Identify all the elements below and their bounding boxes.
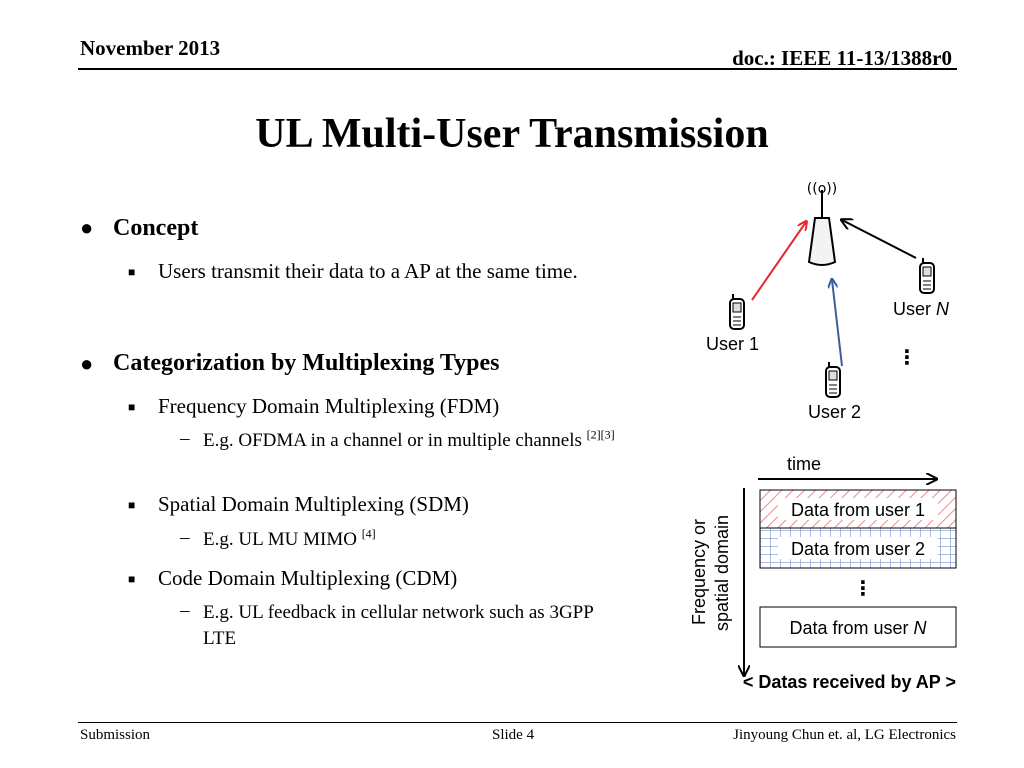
bullet-heading-concept: Concept: [113, 215, 199, 241]
user2-phone-icon: [825, 362, 841, 398]
userN-phone-icon: [919, 258, 935, 294]
bullet-heading-categorization: Categorization by Multiplexing Types: [113, 350, 500, 376]
bullet-dot-icon: ●: [80, 351, 94, 376]
footer-submission: Submission: [80, 727, 151, 743]
header-date: November 2013: [80, 36, 221, 60]
block-label-bg: [778, 498, 938, 520]
user1-block-label: Data from user 1: [791, 500, 925, 520]
userN-block-label-prefix: Data from user: [789, 618, 913, 638]
access-point-icon: ((o)): [807, 181, 837, 266]
user2-block-label: Data from user 2: [791, 539, 925, 559]
time-axis-label: time: [787, 454, 821, 474]
reference-sup: [2][3]: [586, 427, 615, 442]
sub-bullet-sdm: E.g. UL MU MIMO [4]: [203, 527, 623, 553]
bullet-item: Users transmit their data to a AP at the…: [158, 259, 578, 283]
userN-block-label: Data from user N: [789, 618, 927, 638]
user1-label: User 1: [706, 334, 759, 354]
frequency-axis-label-line2: spatial domain: [712, 515, 732, 631]
user2-label: User 2: [808, 402, 861, 422]
footer-author: Jinyoung Chun et. al, LG Electronics: [733, 727, 956, 743]
bullet-item-sdm: Spatial Domain Multiplexing (SDM): [158, 492, 469, 516]
dash-bullet-icon: –: [180, 527, 190, 548]
sub-bullet-fdm: E.g. OFDMA in a channel or in multiple c…: [203, 428, 623, 454]
sub-bullet-cdm: E.g. UL feedback in cellular network suc…: [203, 602, 594, 649]
square-bullet-icon: ■: [128, 400, 136, 414]
user2-uplink-arrow: [832, 280, 843, 367]
sub-bullet-text: E.g. UL MU MIMO: [203, 529, 357, 550]
dash-bullet-icon: –: [180, 428, 190, 449]
userN-label: User N: [893, 299, 950, 319]
square-bullet-icon: ■: [128, 498, 136, 512]
frequency-axis-label-line1: Frequency or: [689, 519, 709, 625]
userN-block-label-italic: N: [914, 618, 928, 638]
antenna-signal-label: ((o)): [807, 181, 837, 197]
header-doc-id: doc.: IEEE 11-13/1388r0: [732, 46, 952, 70]
footer-slide-number: Slide 4: [492, 727, 535, 743]
userN-label-prefix: User: [893, 299, 936, 319]
reference-sup: [4]: [361, 526, 376, 541]
header-rule: [78, 68, 957, 70]
blocks-ellipsis: ⋮: [853, 576, 873, 600]
bullet-item-cdm: Code Domain Multiplexing (CDM): [158, 566, 458, 590]
users-ellipsis: ⋮: [897, 345, 917, 369]
bullet-dot-icon: ●: [80, 215, 94, 240]
footer-rule: [78, 722, 957, 723]
square-bullet-icon: ■: [128, 265, 136, 279]
bullet-item-fdm: Frequency Domain Multiplexing (FDM): [158, 394, 500, 418]
dash-bullet-icon: –: [180, 600, 190, 621]
diagram-caption: < Datas received by AP >: [743, 672, 956, 692]
square-bullet-icon: ■: [128, 572, 136, 586]
userN-label-italic: N: [936, 299, 950, 319]
user1-uplink-arrow: [751, 222, 806, 301]
ul-mu-diagram: ((o)) User 1 User 2 User N ⋮ time Freque…: [689, 181, 957, 692]
userN-data-block: [759, 606, 957, 648]
slide-title: UL Multi-User Transmission: [255, 111, 769, 157]
block-label-bg: [778, 537, 938, 559]
userN-uplink-arrow: [842, 220, 917, 259]
sub-bullet-text: E.g. OFDMA in a channel or in multiple c…: [203, 430, 582, 451]
user1-phone-icon: [729, 294, 745, 330]
